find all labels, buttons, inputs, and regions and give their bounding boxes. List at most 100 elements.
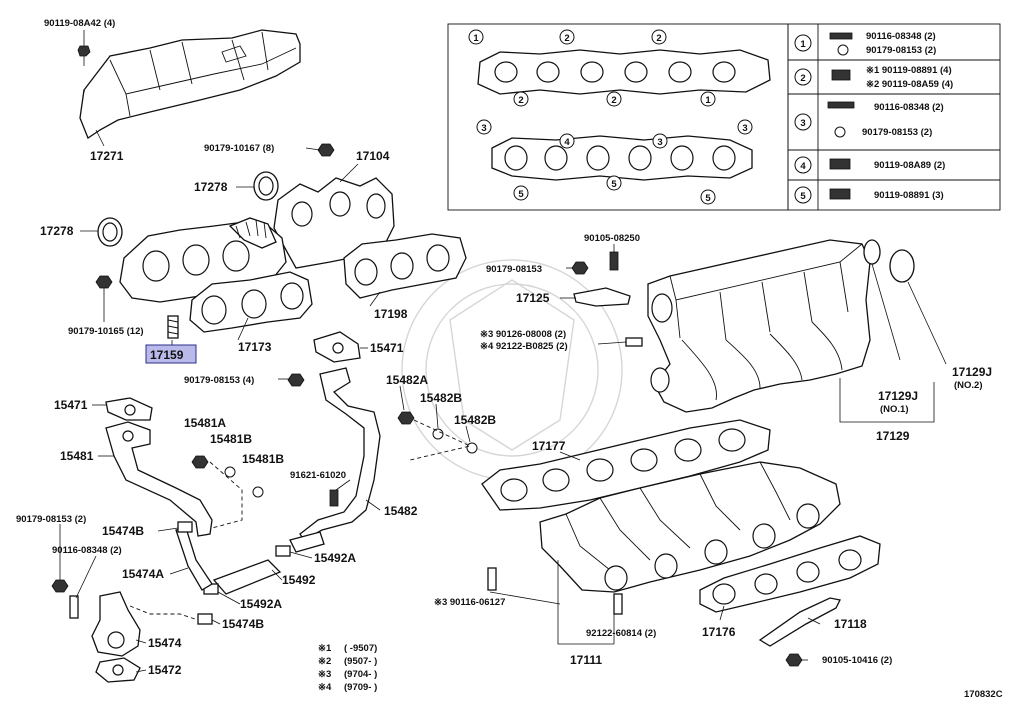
note-range: (9709- ): [344, 682, 377, 693]
seq-mark: 2: [513, 91, 529, 107]
gasket-ring-17278-upper[interactable]: [253, 171, 279, 201]
washer-15482b-a: [432, 428, 444, 440]
callout-90179-08153-b[interactable]: 90179-08153 (2): [16, 514, 86, 525]
gasket-17176[interactable]: [699, 535, 881, 613]
callout-17176[interactable]: 17176: [702, 625, 736, 639]
gasket-17173[interactable]: [189, 271, 313, 333]
seq-mark-label: 1: [705, 95, 711, 106]
nut-icon: [834, 126, 846, 138]
callout-15482b-b[interactable]: 15482B: [454, 413, 496, 427]
intake-manifold-17111[interactable]: [539, 461, 841, 593]
gasket-15471-right[interactable]: [313, 331, 361, 363]
callout-15492[interactable]: 15492: [282, 573, 316, 587]
stud-17159[interactable]: [167, 315, 179, 339]
callout-17271[interactable]: 17271: [90, 149, 124, 163]
callout-90105-08250[interactable]: 90105-08250: [584, 233, 640, 244]
pipe-15482[interactable]: [289, 367, 381, 553]
stud-90116-08348-a: [69, 595, 79, 619]
callout-17104[interactable]: 17104: [356, 149, 390, 163]
highlight-box-17159: [145, 344, 197, 364]
callout-15474a[interactable]: 15474A: [122, 567, 164, 581]
callout-17129j-no2[interactable]: 17129J: [952, 365, 992, 379]
callout-17129[interactable]: 17129: [876, 429, 910, 443]
bolt-icon: [829, 188, 851, 200]
callout-15482[interactable]: 15482: [384, 504, 418, 518]
callout-15492a-b[interactable]: 15492A: [240, 597, 282, 611]
seq-mark: 4: [559, 133, 575, 149]
pipe-15474a[interactable]: [175, 527, 213, 591]
callout-17125[interactable]: 17125: [516, 291, 550, 305]
gasket-ring-17278-lower[interactable]: [97, 217, 123, 247]
stay-17118[interactable]: [758, 597, 841, 647]
callout-90116-06127[interactable]: ※3 90116-06127: [434, 597, 505, 608]
note-mark: ※2: [318, 656, 331, 667]
legend-part-number: ※1 90119-08891 (4): [866, 65, 952, 76]
pipe-15481[interactable]: [105, 421, 213, 537]
intake-chamber-17129[interactable]: [647, 239, 871, 413]
callout-15482b-a[interactable]: 15482B: [420, 391, 462, 405]
note-range: (9704- ): [344, 669, 377, 680]
callout-17129j-no1[interactable]: 17129J: [878, 389, 918, 403]
callout-91621-61020[interactable]: 91621-61020: [290, 470, 346, 481]
seq-mark: 1: [468, 29, 484, 45]
callout-17173[interactable]: 17173: [238, 340, 272, 354]
egr-valve-15474[interactable]: [91, 591, 141, 657]
callout-90179-08153-a[interactable]: 90179-08153 (4): [184, 375, 254, 386]
legend-part-number: ※2 90119-08A59 (4): [866, 79, 953, 90]
heat-insulator-17271[interactable]: [79, 29, 301, 139]
callout-15472[interactable]: 15472: [148, 663, 182, 677]
callout-92122-b0825[interactable]: ※4 92122-B0825 (2): [480, 341, 568, 352]
callout-15474b-a[interactable]: 15474B: [102, 524, 144, 538]
applicability-notes: ※1 ( -9507) ※2 (9507- ) ※3 (9704- ) ※4 (…: [318, 643, 377, 693]
gasket-17177[interactable]: [481, 419, 771, 511]
callout-90179-10165[interactable]: 90179-10165 (12): [68, 326, 144, 337]
seq-mark: 3: [476, 119, 492, 135]
callout-15492a-a[interactable]: 15492A: [314, 551, 356, 565]
callout-15471-left[interactable]: 15471: [54, 398, 88, 412]
seq-mark-label: 1: [473, 33, 479, 44]
callout-90179-08153-c[interactable]: 90179-08153: [486, 264, 542, 275]
legend-row-4: 4 90119-08A89 (2): [794, 156, 945, 174]
stay-17125[interactable]: [573, 287, 631, 307]
hose-15492[interactable]: [212, 559, 282, 595]
callout-17118[interactable]: 17118: [834, 617, 867, 631]
bolt-90119-08a42: [77, 45, 91, 66]
callout-15481b-a[interactable]: 15481B: [210, 432, 252, 446]
callout-17159[interactable]: 17159: [150, 348, 184, 362]
callout-17278-lower[interactable]: 17278: [40, 224, 74, 238]
callout-15474[interactable]: 15474: [148, 636, 182, 650]
clamp-15474b-a: [177, 521, 193, 533]
seq-mark: 2: [651, 29, 667, 45]
callout-90126-08008[interactable]: ※3 90126-08008 (2): [480, 329, 566, 340]
legend-part-number: 90179-08153 (2): [862, 127, 932, 138]
callout-17278-upper[interactable]: 17278: [194, 180, 228, 194]
gasket-17129j-no2[interactable]: [889, 249, 915, 283]
callout-15481b-b[interactable]: 15481B: [242, 452, 284, 466]
gasket-17198[interactable]: [343, 233, 467, 299]
legend-row-number: 4: [800, 161, 806, 172]
callout-15481a[interactable]: 15481A: [184, 416, 226, 430]
gasket-17129j-no1[interactable]: [863, 239, 881, 265]
callout-15481[interactable]: 15481: [60, 449, 94, 463]
callout-90105-10416[interactable]: 90105-10416 (2): [822, 655, 892, 666]
gasket-detail-panel: 1 2 2 2 2 1 3 4 3 3 5 5 5: [447, 23, 789, 211]
callout-15474b-b[interactable]: 15474B: [222, 617, 264, 631]
seq-mark-label: 2: [564, 33, 569, 44]
bolt-icon: [829, 32, 853, 40]
gasket-15472[interactable]: [95, 657, 141, 683]
bolt-90105-08250: [609, 251, 619, 271]
seq-mark: 1: [700, 91, 716, 107]
callout-15482a[interactable]: 15482A: [386, 373, 428, 387]
callout-17198[interactable]: 17198: [374, 307, 408, 321]
legend-row-number: 2: [800, 73, 805, 84]
callout-17177[interactable]: 17177: [532, 439, 566, 453]
seq-mark: 3: [737, 119, 753, 135]
callout-90119-08a42[interactable]: 90119-08A42 (4): [44, 18, 115, 29]
callout-90116-08348-a[interactable]: 90116-08348 (2): [52, 545, 122, 556]
gasket-15471-left[interactable]: [105, 397, 153, 421]
callout-17111[interactable]: 17111: [570, 653, 602, 667]
callout-15471-right[interactable]: 15471: [370, 341, 404, 355]
callout-92122-60814[interactable]: 92122-60814 (2): [586, 628, 656, 639]
callout-90179-10167[interactable]: 90179-10167 (8): [204, 143, 274, 154]
